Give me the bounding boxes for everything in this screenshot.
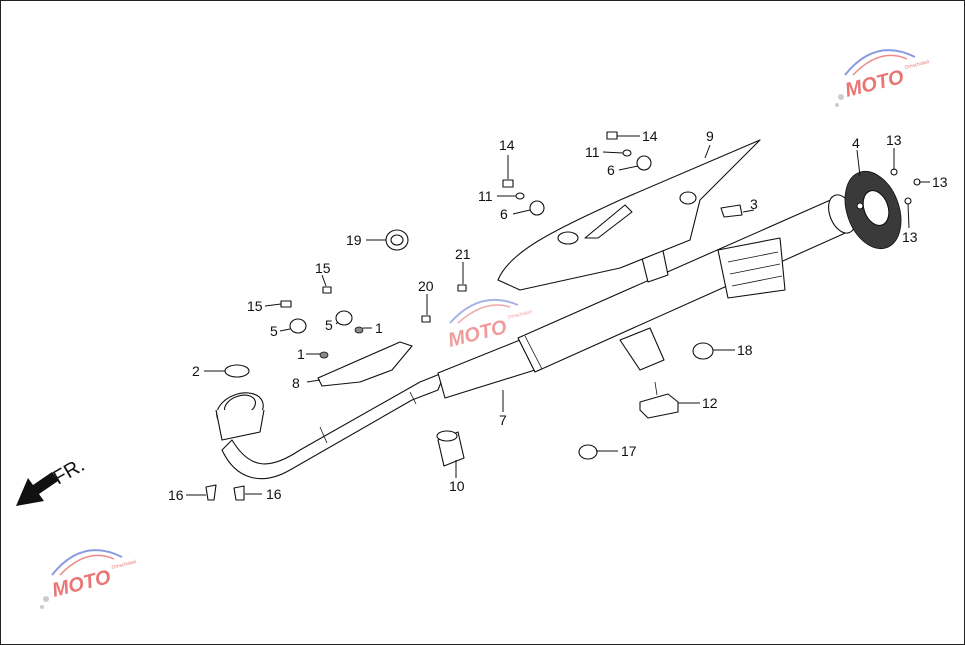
watermark-text: MOTO [50, 566, 114, 602]
muffler-heat-shield [497, 139, 761, 291]
callout-1: 1 [297, 346, 305, 362]
leader-lines [186, 135, 930, 496]
watermark-logo-bottom-left: MOTO Omschakel [40, 549, 137, 609]
callout-3: 3 [750, 196, 758, 212]
callout-2: 2 [192, 363, 200, 379]
callout-15: 15 [247, 298, 263, 314]
callout-13: 13 [886, 132, 902, 148]
callout-1: 1 [375, 320, 383, 336]
callout-14: 14 [499, 137, 515, 153]
callout-5: 5 [270, 323, 278, 339]
callout-13: 13 [902, 229, 918, 245]
callout-10: 10 [449, 478, 465, 494]
callout-21: 21 [455, 246, 471, 262]
callout-11: 11 [478, 188, 493, 204]
callout-18: 18 [737, 342, 753, 358]
small-parts [205, 131, 921, 501]
callout-11: 11 [585, 144, 600, 160]
watermark-logo-top-right: MOTO Omschakel [835, 49, 930, 107]
front-direction-arrow: FR. [16, 454, 88, 506]
callout-labels: 19 2 8 1 1 5 5 15 15 20 21 7 10 16 16 17… [168, 128, 948, 503]
front-direction-label: FR. [50, 454, 89, 489]
watermark-text: MOTO [446, 316, 510, 352]
callout-16: 16 [266, 486, 282, 502]
watermark-text: MOTO [843, 66, 907, 102]
callout-4: 4 [852, 135, 860, 151]
callout-6: 6 [500, 206, 508, 222]
callout-5: 5 [325, 317, 333, 333]
callout-9: 9 [706, 128, 714, 144]
callout-15: 15 [315, 260, 331, 276]
callout-12: 12 [702, 395, 718, 411]
watermark-subtext: Omschakel [507, 309, 533, 321]
muffler-assembly [215, 194, 856, 480]
callout-17: 17 [621, 443, 637, 459]
callout-13: 13 [932, 174, 948, 190]
end-cap [844, 170, 902, 250]
callout-19: 19 [346, 232, 362, 248]
watermark-subtext: Omschakel [904, 59, 930, 71]
callout-20: 20 [418, 278, 434, 294]
callout-7: 7 [499, 412, 507, 428]
callout-8: 8 [292, 375, 300, 391]
watermark-subtext: Omschakel [111, 559, 137, 571]
callout-16: 16 [168, 487, 184, 503]
callout-6: 6 [607, 162, 615, 178]
callout-14: 14 [642, 128, 658, 144]
